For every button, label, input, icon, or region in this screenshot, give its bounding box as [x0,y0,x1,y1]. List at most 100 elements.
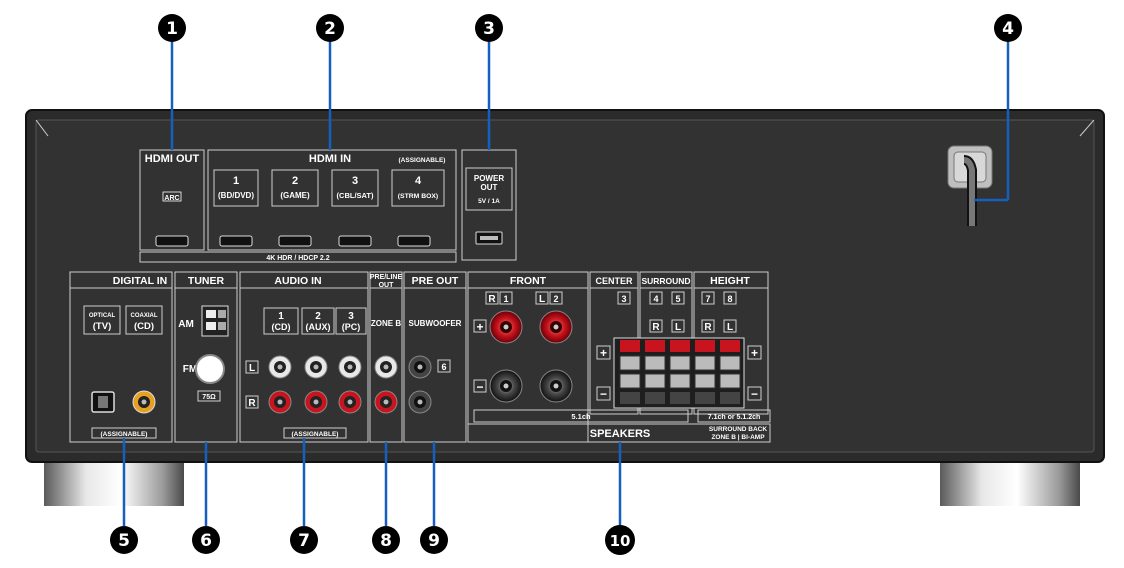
audio-in-title: AUDIO IN [274,275,321,287]
svg-text:OUT: OUT [481,183,498,192]
callout-9: 9 [420,526,448,554]
svg-text:(AUX): (AUX) [306,322,331,332]
svg-text:5V / 1A: 5V / 1A [478,198,500,205]
tuner-title: TUNER [188,275,225,287]
svg-text:5: 5 [118,531,130,551]
svg-text:−: − [751,387,758,401]
svg-text:HEIGHT: HEIGHT [710,275,750,287]
svg-text:3: 3 [483,19,495,39]
digital-in-title: DIGITAL IN [113,275,167,287]
zone-b-rca-jacks[interactable] [374,355,398,414]
svg-text:COAXIAL: COAXIAL [131,313,158,319]
hdmi-in-section: HDMI IN (ASSIGNABLE) 1 (BD/DVD) 2 (GAME)… [207,149,457,251]
svg-text:2: 2 [292,175,298,187]
pre-line-out-section: PRE/LINE OUT ZONE B [369,271,403,443]
svg-text:CENTER: CENTER [595,276,633,286]
svg-text:3: 3 [348,311,354,322]
audio-in-section: AUDIO IN 1 (CD) 2 (AUX) 3 (PC) L R (ASSI… [239,271,369,443]
svg-text:7.1ch or 5.1.2ch: 7.1ch or 5.1.2ch [708,414,761,421]
speakers-title: SPEAKERS [590,428,651,440]
fm-antenna-jack[interactable] [195,354,225,384]
svg-text:OUT: OUT [379,282,395,289]
front-speakers-section: FRONT R 1 L 2 + − [467,271,589,443]
hdmi-in-1: 1 (BD/DVD) [213,169,259,247]
hdmi-out-section: HDMI OUT ARC [139,149,205,251]
svg-text:L: L [249,363,255,374]
power-cord [947,145,993,226]
callout-10: 10 [605,525,635,555]
svg-text:SUBWOOFER: SUBWOOFER [409,319,462,328]
hdmi-in-1-port[interactable] [219,235,253,247]
height-section: HEIGHT 7 8 R L [693,271,769,415]
hdmi-in-assignable: (ASSIGNABLE) [399,157,446,164]
front-speaker-terminals[interactable] [489,310,573,403]
hdmi-footer: 4K HDR / HDCP 2.2 [266,255,329,262]
svg-text:4: 4 [1002,19,1014,39]
audio-in-rca-left-row[interactable] [268,355,362,379]
hdmi-in-4-port[interactable] [397,235,431,247]
svg-text:5: 5 [675,294,680,304]
svg-text:PRE OUT: PRE OUT [412,275,459,287]
hdmi-in-2: 2 (GAME) [271,169,319,247]
svg-text:1: 1 [503,294,508,304]
svg-text:4: 4 [653,294,658,304]
tuner-section: TUNER AM FM 75Ω [174,271,238,443]
callout-5: 5 [110,526,138,554]
hdmi-in-4: 4 (STRM BOX) [391,169,445,247]
svg-text:10: 10 [610,532,631,550]
callout-6: 6 [192,526,220,554]
svg-text:3: 3 [621,294,626,304]
svg-text:(TV): (TV) [93,321,111,332]
svg-text:POWER: POWER [474,174,504,183]
right-foot [940,458,1080,506]
svg-text:8: 8 [727,294,732,304]
svg-text:L: L [675,322,681,333]
svg-text:+: + [751,346,758,360]
svg-text:1: 1 [233,175,239,187]
svg-text:SURROUND: SURROUND [641,276,690,286]
hdmi-in-3-port[interactable] [338,235,372,247]
hdmi-in-3: 3 (CBL/SAT) [331,169,379,247]
svg-text:(PC): (PC) [342,322,361,332]
svg-text:L: L [727,322,733,333]
subwoofer-rca-jacks[interactable] [408,355,432,414]
svg-text:(CD): (CD) [134,321,154,332]
hdmi-in-2-port[interactable] [278,235,312,247]
svg-text:AM: AM [178,319,194,330]
hdmi-out-port[interactable] [155,235,189,247]
hdmi-in-title: HDMI IN [309,153,351,165]
pre-out-section: PRE OUT SUBWOOFER 6 [403,271,467,443]
svg-text:2: 2 [315,311,321,322]
callout-8: 8 [372,526,400,554]
svg-text:6: 6 [441,362,446,372]
svg-text:L: L [539,294,545,305]
svg-text:ZONE B: ZONE B [371,319,401,328]
svg-text:R: R [652,322,660,333]
svg-text:−: − [476,380,483,394]
svg-text:1: 1 [278,311,284,322]
svg-text:(GAME): (GAME) [280,191,310,200]
hdmi-out-title: HDMI OUT [145,153,200,165]
svg-text:5.1ch: 5.1ch [571,412,591,421]
power-out-section: POWER OUT 5V / 1A [461,149,517,261]
svg-text:−: − [600,387,607,401]
svg-text:(BD/DVD): (BD/DVD) [218,191,254,200]
svg-text:4: 4 [415,175,422,187]
audio-in-rca-right-row[interactable] [268,390,362,414]
svg-text:(ASSIGNABLE): (ASSIGNABLE) [292,431,339,438]
svg-text:(CD): (CD) [272,322,291,332]
callout-7: 7 [290,526,318,554]
callout-1: 1 [158,14,186,42]
svg-text:2: 2 [324,19,336,39]
spring-terminal-block[interactable] [613,337,745,409]
callout-2: 2 [316,14,344,42]
svg-text:FRONT: FRONT [510,275,547,287]
svg-text:(ASSIGNABLE): (ASSIGNABLE) [101,431,148,438]
am-antenna-terminal[interactable] [201,305,229,337]
svg-text:2: 2 [553,294,558,304]
svg-text:SURROUND BACK: SURROUND BACK [709,426,767,433]
svg-text:8: 8 [380,531,392,551]
left-foot [44,458,184,506]
svg-text:(CBL/SAT): (CBL/SAT) [337,191,374,200]
